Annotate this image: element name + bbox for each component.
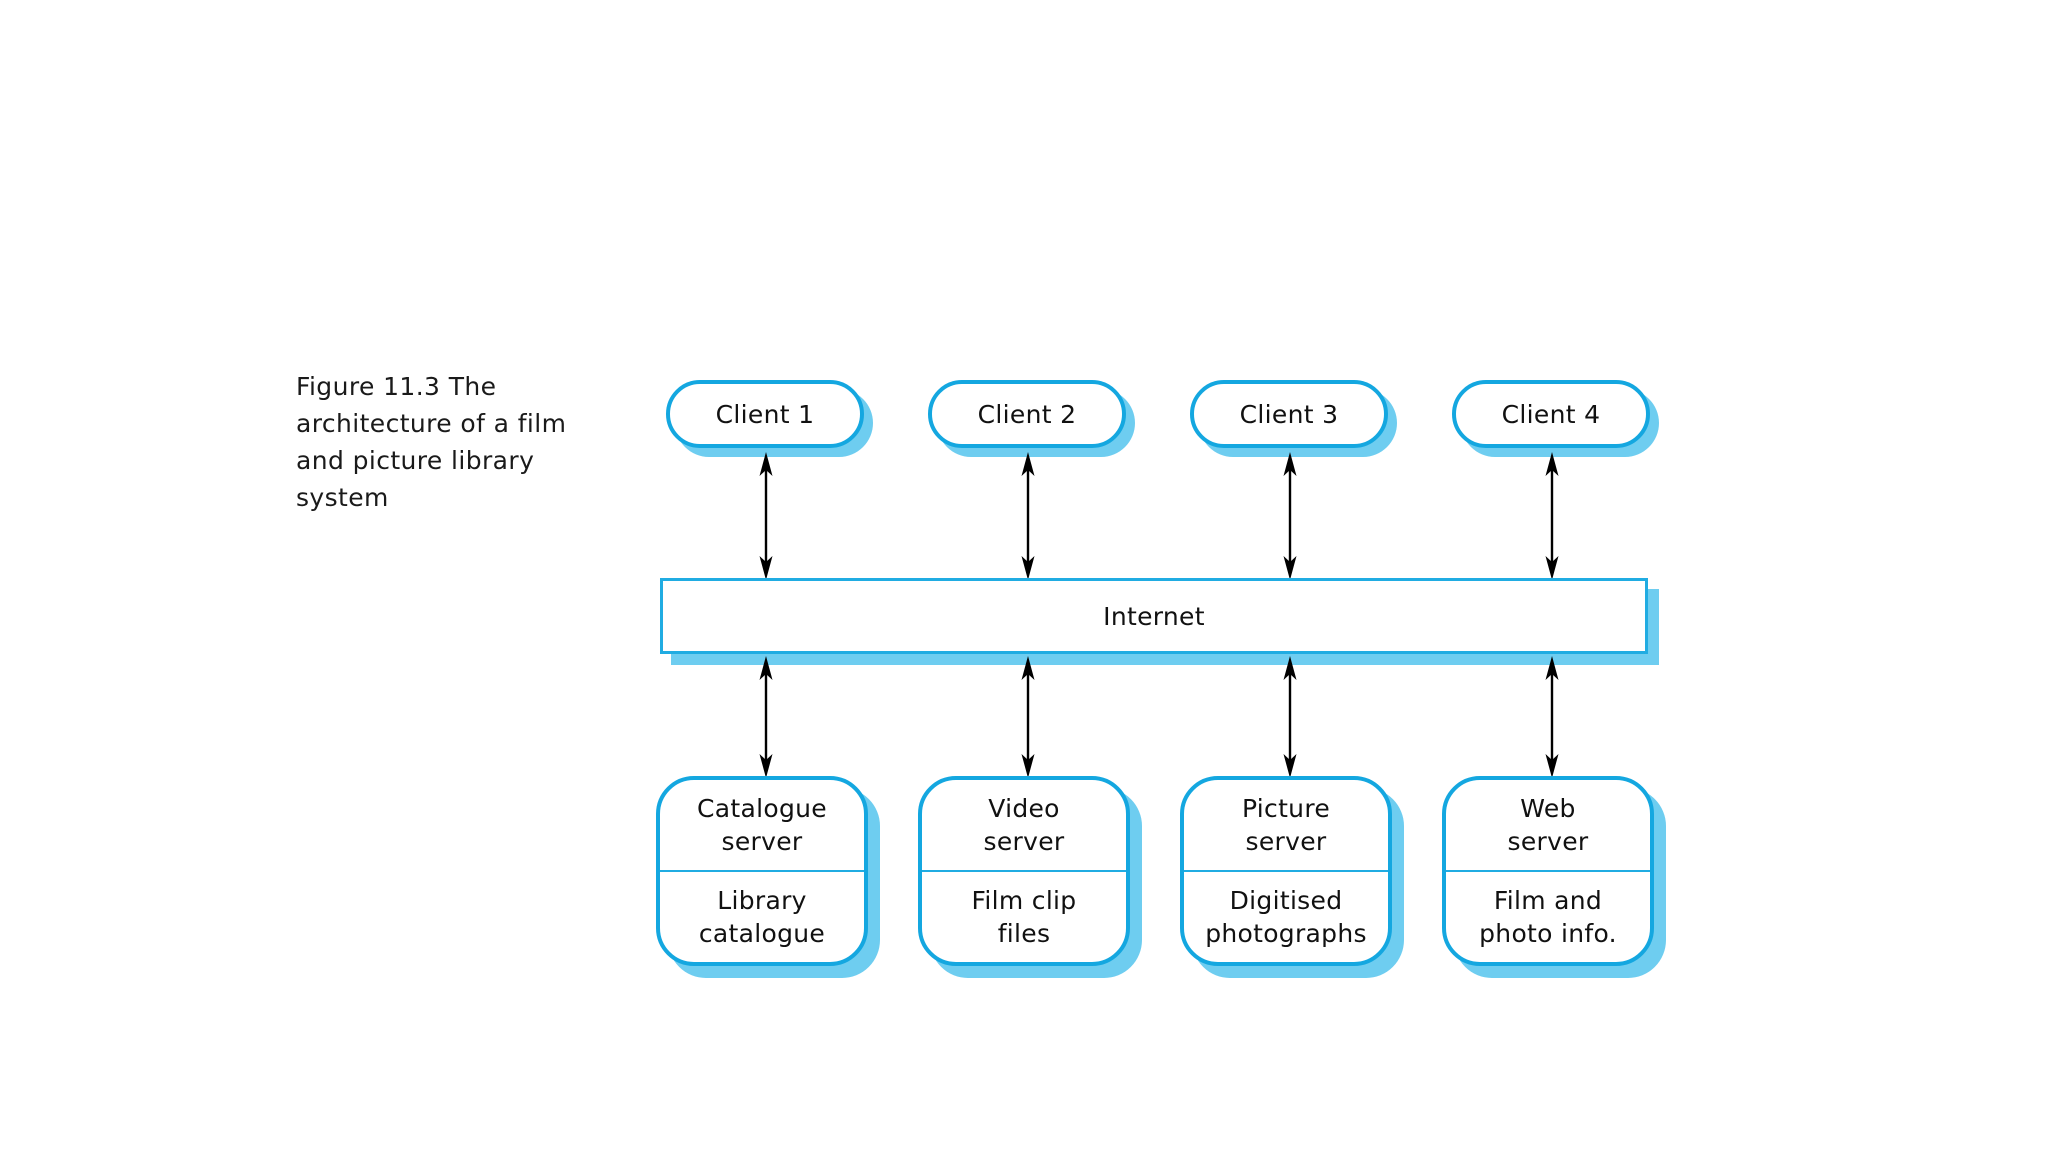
- server-role-label: Video server: [983, 794, 1065, 856]
- server-divider: [660, 870, 864, 872]
- client-body: Client 4: [1452, 380, 1650, 448]
- server-content-label: Film clip files: [971, 886, 1077, 948]
- client-label: Client 4: [1501, 399, 1601, 429]
- server-role-label: Web server: [1507, 794, 1589, 856]
- server-content-cell: Library catalogue: [660, 872, 864, 962]
- connector-internet-to-server-2: [1017, 656, 1039, 778]
- client-body: Client 3: [1190, 380, 1388, 448]
- server-node-picture[interactable]: Picture server Digitised photographs: [1180, 776, 1404, 978]
- server-role-cell: Video server: [922, 780, 1126, 870]
- connector-client-4-to-internet: [1541, 452, 1563, 580]
- server-node-web[interactable]: Web server Film and photo info.: [1442, 776, 1666, 978]
- figure-caption: Figure 11.3 The architecture of a film a…: [296, 372, 567, 512]
- internet-bar[interactable]: Internet: [660, 578, 1659, 665]
- server-content-label: Library catalogue: [698, 886, 826, 948]
- client-node-2[interactable]: Client 2: [928, 380, 1135, 457]
- server-divider: [1446, 870, 1650, 872]
- client-node-4[interactable]: Client 4: [1452, 380, 1659, 457]
- client-body: Client 2: [928, 380, 1126, 448]
- client-node-1[interactable]: Client 1: [666, 380, 873, 457]
- client-node-3[interactable]: Client 3: [1190, 380, 1397, 457]
- server-role-label: Catalogue server: [697, 794, 827, 856]
- server-content-cell: Digitised photographs: [1184, 872, 1388, 962]
- server-node-catalogue[interactable]: Catalogue server Library catalogue: [656, 776, 880, 978]
- server-body: Picture server Digitised photographs: [1180, 776, 1392, 966]
- internet-body: Internet: [660, 578, 1648, 654]
- connector-internet-to-server-3: [1279, 656, 1301, 778]
- server-content-label: Digitised photographs: [1205, 886, 1367, 948]
- connector-internet-to-server-4: [1541, 656, 1563, 778]
- connector-client-2-to-internet: [1017, 452, 1039, 580]
- connector-internet-to-server-1: [755, 656, 777, 778]
- server-body: Video server Film clip files: [918, 776, 1130, 966]
- connector-client-3-to-internet: [1279, 452, 1301, 580]
- server-role-cell: Picture server: [1184, 780, 1388, 870]
- internet-label: Internet: [1103, 601, 1205, 631]
- server-content-cell: Film clip files: [922, 872, 1126, 962]
- server-content-label: Film and photo info.: [1479, 886, 1617, 948]
- server-body: Catalogue server Library catalogue: [656, 776, 868, 966]
- server-divider: [922, 870, 1126, 872]
- server-divider: [1184, 870, 1388, 872]
- client-label: Client 2: [977, 399, 1077, 429]
- server-body: Web server Film and photo info.: [1442, 776, 1654, 966]
- server-role-cell: Web server: [1446, 780, 1650, 870]
- client-label: Client 3: [1239, 399, 1339, 429]
- server-role-label: Picture server: [1241, 794, 1331, 856]
- server-content-cell: Film and photo info.: [1446, 872, 1650, 962]
- client-body: Client 1: [666, 380, 864, 448]
- server-role-cell: Catalogue server: [660, 780, 864, 870]
- server-node-video[interactable]: Video server Film clip files: [918, 776, 1142, 978]
- client-label: Client 1: [715, 399, 815, 429]
- connector-client-1-to-internet: [755, 452, 777, 580]
